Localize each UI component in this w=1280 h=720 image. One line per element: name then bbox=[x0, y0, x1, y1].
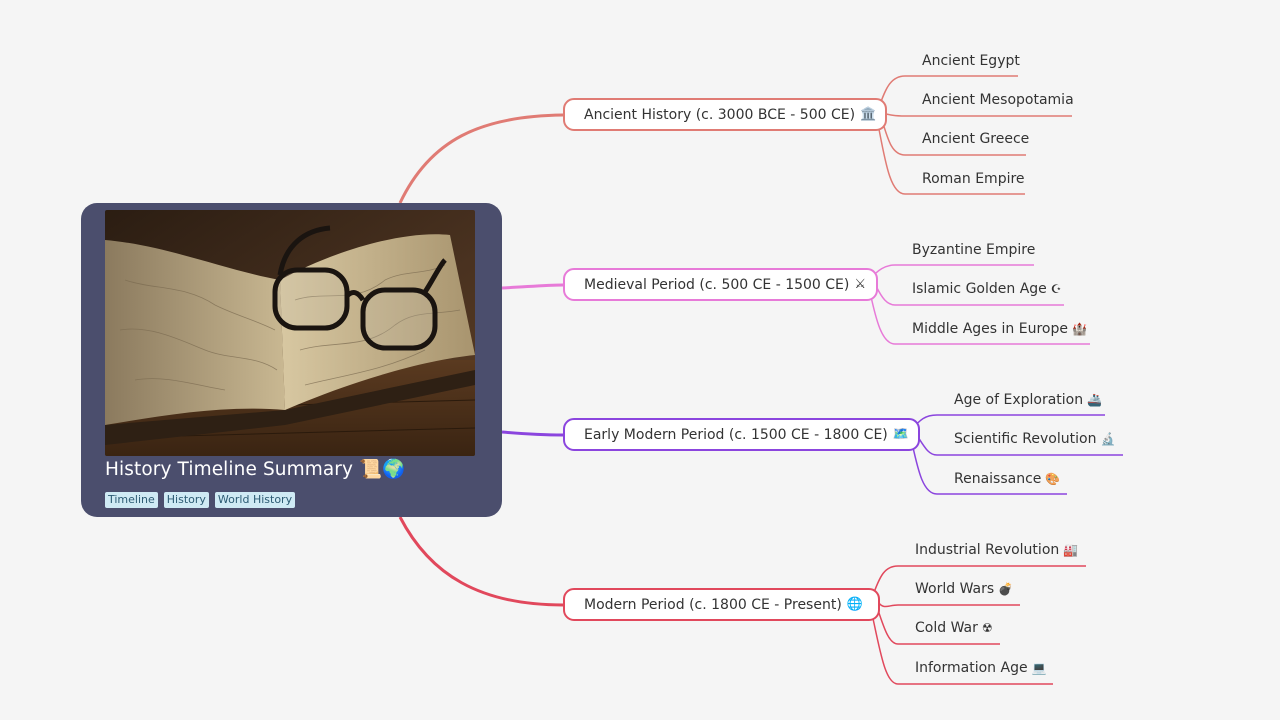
subtopic-industrial-revolution[interactable]: Industrial Revolution🏭 bbox=[915, 542, 1078, 558]
topic-ancient-label: Ancient History (c. 3000 BCE - 500 CE) bbox=[584, 106, 856, 123]
castle-icon: 🏰 bbox=[1071, 322, 1087, 336]
subtopic-label: Roman Empire bbox=[922, 171, 1025, 187]
scroll-globe-icon: 📜🌍 bbox=[359, 459, 406, 480]
root-topic-title: History Timeline Summary 📜🌍 bbox=[105, 458, 405, 480]
subtopic-label: World Wars bbox=[915, 581, 995, 597]
connector-root-modern bbox=[398, 516, 564, 607]
microscope-icon: 🔬 bbox=[1100, 432, 1116, 446]
root-topic-image bbox=[105, 210, 475, 456]
subtopic-label: Ancient Egypt bbox=[922, 53, 1020, 69]
bomb-icon: 💣 bbox=[998, 582, 1014, 596]
connector-roman-empire bbox=[877, 123, 1025, 195]
connector-root-early-modern bbox=[501, 430, 564, 437]
root-topic-card[interactable]: History Timeline Summary 📜🌍 Timeline His… bbox=[81, 203, 502, 517]
topic-medieval-period[interactable]: Medieval Period (c. 500 CE - 1500 CE) ⚔ bbox=[563, 268, 878, 301]
connector-world-wars bbox=[877, 601, 1020, 608]
subtopic-label: Age of Exploration bbox=[954, 392, 1084, 408]
subtopic-label: Cold War bbox=[915, 620, 978, 636]
tag-world-history[interactable]: World History bbox=[214, 492, 296, 508]
subtopic-information-age[interactable]: Information Age💻 bbox=[915, 660, 1047, 676]
crossed-swords-icon: ⚔ bbox=[854, 277, 867, 292]
subtopic-age-of-exploration[interactable]: Age of Exploration🚢 bbox=[954, 392, 1102, 408]
laptop-icon: 💻 bbox=[1031, 661, 1047, 675]
subtopic-middle-ages[interactable]: Middle Ages in Europe🏰 bbox=[912, 321, 1087, 337]
subtopic-label: Scientific Revolution bbox=[954, 431, 1097, 447]
subtopic-ancient-mesopotamia[interactable]: Ancient Mesopotamia bbox=[922, 92, 1074, 108]
subtopic-label: Ancient Greece bbox=[922, 131, 1030, 147]
subtopic-ancient-greece[interactable]: Ancient Greece bbox=[922, 131, 1029, 147]
connector-ancient-mesopotamia bbox=[881, 112, 1072, 117]
radioactive-icon: ☢ bbox=[981, 621, 993, 635]
topic-early-modern-period[interactable]: Early Modern Period (c. 1500 CE - 1800 C… bbox=[563, 418, 920, 451]
connector-root-medieval bbox=[501, 283, 564, 290]
subtopic-roman-empire[interactable]: Roman Empire bbox=[922, 171, 1025, 187]
topic-modern-label: Modern Period (c. 1800 CE - Present) bbox=[584, 596, 842, 613]
topic-modern-period[interactable]: Modern Period (c. 1800 CE - Present) 🌐 bbox=[563, 588, 880, 621]
topic-early-modern-label: Early Modern Period (c. 1500 CE - 1800 C… bbox=[584, 426, 888, 443]
palette-icon: 🎨 bbox=[1045, 472, 1061, 486]
subtopic-world-wars[interactable]: World Wars💣 bbox=[915, 581, 1013, 597]
root-tags: Timeline History World History bbox=[105, 492, 296, 508]
topic-ancient-history[interactable]: Ancient History (c. 3000 BCE - 500 CE) 🏛… bbox=[563, 98, 887, 131]
factory-icon: 🏭 bbox=[1063, 543, 1079, 557]
connector-byzantine bbox=[869, 264, 1034, 280]
connector-root-ancient bbox=[398, 113, 564, 204]
root-title-text: History Timeline Summary bbox=[105, 459, 354, 480]
ship-icon: 🚢 bbox=[1087, 393, 1103, 407]
book-with-glasses-image bbox=[105, 210, 475, 456]
subtopic-label: Renaissance bbox=[954, 471, 1042, 487]
subtopic-islamic-golden-age[interactable]: Islamic Golden Age☪ bbox=[912, 281, 1062, 297]
connector-scientific bbox=[917, 436, 1123, 456]
tag-timeline[interactable]: Timeline bbox=[105, 492, 158, 508]
subtopic-label: Ancient Mesopotamia bbox=[922, 92, 1074, 108]
tag-history[interactable]: History bbox=[163, 492, 209, 508]
subtopic-byzantine-empire[interactable]: Byzantine Empire bbox=[912, 242, 1035, 258]
crescent-icon: ☪ bbox=[1050, 282, 1062, 296]
subtopic-ancient-egypt[interactable]: Ancient Egypt bbox=[922, 53, 1020, 69]
globe-icon: 🌐 bbox=[846, 597, 863, 612]
subtopic-label: Middle Ages in Europe bbox=[912, 321, 1068, 337]
topic-medieval-label: Medieval Period (c. 500 CE - 1500 CE) bbox=[584, 276, 850, 293]
subtopic-label: Islamic Golden Age bbox=[912, 281, 1047, 297]
subtopic-label: Byzantine Empire bbox=[912, 242, 1036, 258]
connector-info-age bbox=[871, 613, 1053, 685]
subtopic-scientific-revolution[interactable]: Scientific Revolution🔬 bbox=[954, 431, 1115, 447]
subtopic-renaissance[interactable]: Renaissance🎨 bbox=[954, 471, 1060, 487]
connector-exploration bbox=[911, 414, 1105, 430]
connector-middle-ages bbox=[869, 291, 1090, 345]
subtopic-cold-war[interactable]: Cold War☢ bbox=[915, 620, 993, 636]
subtopic-label: Information Age bbox=[915, 660, 1028, 676]
temple-icon: 🏛️ bbox=[860, 107, 877, 122]
connector-renaissance bbox=[911, 442, 1067, 495]
world-map-icon: 🗺️ bbox=[892, 427, 909, 442]
subtopic-label: Industrial Revolution bbox=[915, 542, 1060, 558]
connector-cold-war bbox=[877, 609, 1000, 645]
